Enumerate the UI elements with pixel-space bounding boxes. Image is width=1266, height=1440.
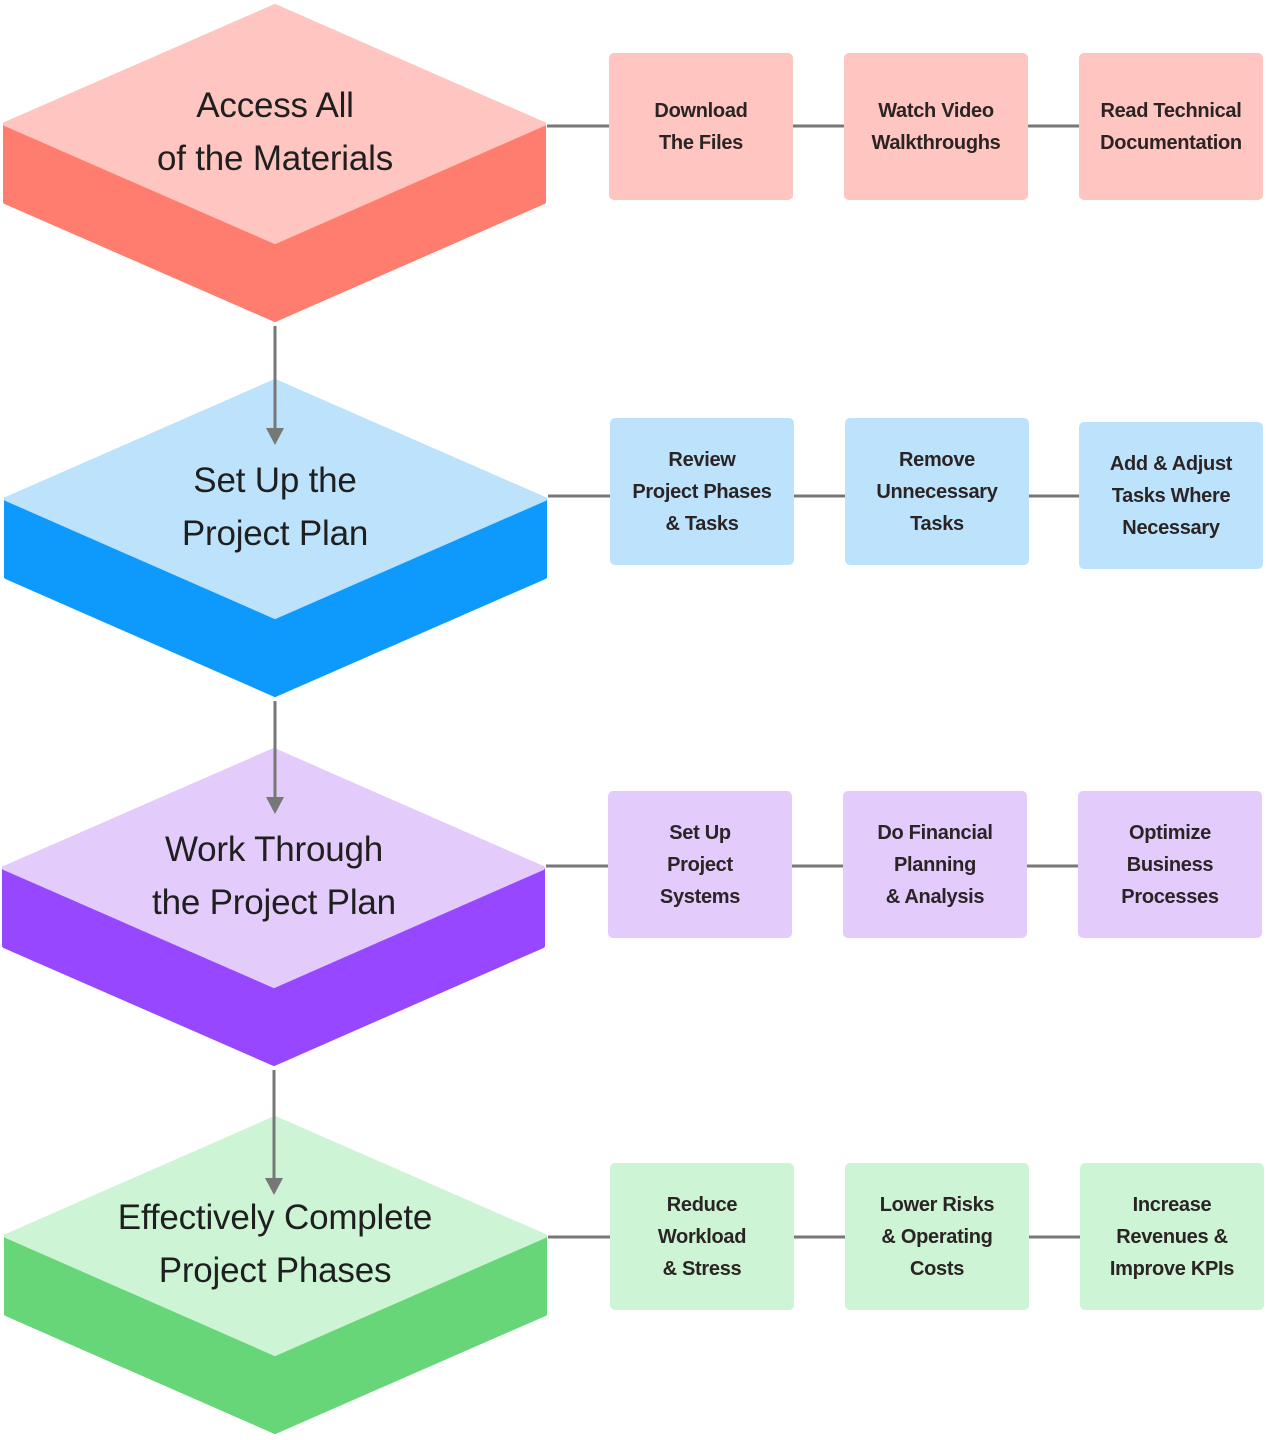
task-label: Increase Revenues & Improve KPIs xyxy=(1109,1193,1235,1280)
stage-title-line: Access All xyxy=(196,86,354,125)
arrows-layer xyxy=(265,326,284,1195)
task-label: Read Technical Documentation xyxy=(1100,99,1242,154)
stage-diamond-top xyxy=(3,4,546,244)
task-label: Optimize Business Processes xyxy=(1121,821,1219,908)
flow-arrow xyxy=(266,701,284,814)
task-label: Set Up Project Systems xyxy=(659,821,741,908)
task-label: Download The Files xyxy=(654,99,748,154)
task-box: Read Technical Documentation xyxy=(1079,53,1263,200)
task-label: Do Financial Planning & Analysis xyxy=(877,821,993,908)
stage-diamond-top xyxy=(4,1116,547,1356)
stage-title-line: Work Through xyxy=(164,830,384,869)
task-label: Review Project Phases & Tasks xyxy=(632,448,772,535)
task-box: Download The Files xyxy=(609,53,793,200)
task-box: Reduce Workload & Stress xyxy=(610,1163,794,1310)
arrow-head-icon xyxy=(266,797,284,814)
stage-title-line: the Project Plan xyxy=(152,883,396,922)
stage-diamond-top xyxy=(4,379,547,619)
stage-title-setup-plan: Set Up the Project Plan xyxy=(65,454,485,560)
task-box: Review Project Phases & Tasks xyxy=(610,418,794,565)
flow-arrow xyxy=(266,326,284,445)
task-box: Optimize Business Processes xyxy=(1078,791,1262,938)
task-box: Set Up Project Systems xyxy=(608,791,792,938)
stage-diamond-top xyxy=(2,748,545,988)
stage-title-work-through-plan: Work Through the Project Plan xyxy=(64,823,484,929)
stage-title-line: Project Plan xyxy=(181,514,369,553)
task-label: Remove Unnecessary Tasks xyxy=(876,448,998,535)
task-box: Remove Unnecessary Tasks xyxy=(845,418,1029,565)
task-label: Add & Adjust Tasks Where Necessary xyxy=(1109,452,1233,539)
task-box: Lower Risks & Operating Costs xyxy=(845,1163,1029,1310)
stage-title-line: Project Phases xyxy=(158,1251,392,1290)
task-label: Lower Risks & Operating Costs xyxy=(879,1193,995,1280)
task-box: Add & Adjust Tasks Where Necessary xyxy=(1079,422,1263,569)
task-box: Increase Revenues & Improve KPIs xyxy=(1080,1163,1264,1310)
arrow-head-icon xyxy=(265,1178,283,1195)
connectors-layer xyxy=(546,124,1080,1239)
stage-title-line: Set Up the xyxy=(193,461,357,500)
task-box: Watch Video Walkthroughs xyxy=(844,53,1028,200)
flow-arrow xyxy=(265,1070,283,1195)
task-box: Do Financial Planning & Analysis xyxy=(843,791,1027,938)
stages-layer xyxy=(2,4,547,1434)
stage-title-line: of the Materials xyxy=(156,139,394,178)
stage-title-access-materials: Access All of the Materials xyxy=(65,79,485,185)
stage-diamond xyxy=(4,379,547,697)
stage-diamond xyxy=(2,748,545,1066)
stage-title-line: Effectively Complete xyxy=(117,1198,433,1237)
arrow-head-icon xyxy=(266,428,284,445)
stage-diamond xyxy=(4,1116,547,1434)
stage-title-complete-phases: Effectively Complete Project Phases xyxy=(65,1191,485,1297)
stage-diamond xyxy=(3,4,546,322)
task-label: Reduce Workload & Stress xyxy=(657,1193,747,1280)
task-label: Watch Video Walkthroughs xyxy=(871,99,1001,154)
